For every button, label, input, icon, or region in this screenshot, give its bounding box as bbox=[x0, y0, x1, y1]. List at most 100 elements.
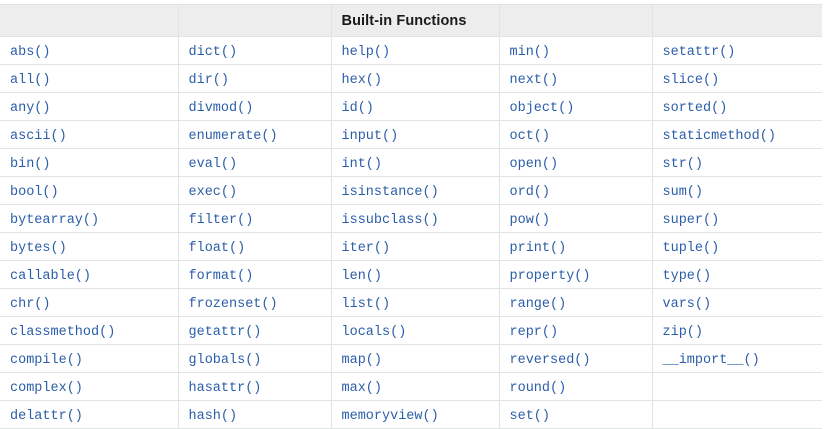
builtin-function-link[interactable]: reversed() bbox=[509, 352, 591, 368]
builtin-function-link[interactable]: frozenset() bbox=[188, 296, 278, 312]
table-cell: min() bbox=[498, 36, 653, 65]
builtin-function-link[interactable]: min() bbox=[509, 44, 551, 60]
table-cell: round() bbox=[498, 372, 653, 401]
builtin-function-link[interactable]: complex() bbox=[10, 380, 83, 396]
builtin-function-link[interactable]: id() bbox=[341, 100, 374, 116]
builtin-function-link[interactable]: all() bbox=[10, 72, 51, 88]
builtin-function-link[interactable]: chr() bbox=[10, 296, 51, 312]
table-cell: bin() bbox=[0, 148, 179, 177]
builtin-function-link[interactable]: print() bbox=[509, 240, 567, 256]
builtin-function-link[interactable]: isinstance() bbox=[341, 184, 439, 200]
table-cell: getattr() bbox=[177, 316, 332, 345]
builtin-function-link[interactable]: str() bbox=[662, 156, 704, 172]
builtin-function-link[interactable]: compile() bbox=[10, 352, 83, 368]
builtin-function-link[interactable]: globals() bbox=[188, 352, 262, 368]
builtin-function-link[interactable]: delattr() bbox=[10, 408, 83, 424]
builtin-function-link[interactable]: int() bbox=[341, 156, 383, 172]
table-cell: str() bbox=[651, 148, 822, 177]
builtin-function-link[interactable]: bin() bbox=[10, 156, 51, 172]
builtin-function-link[interactable]: type() bbox=[662, 268, 712, 284]
builtin-function-link[interactable]: hasattr() bbox=[188, 380, 262, 396]
table-cell: id() bbox=[330, 92, 500, 121]
builtin-function-link[interactable]: dir() bbox=[188, 72, 230, 88]
table-cell: staticmethod() bbox=[651, 120, 822, 149]
table-cell: property() bbox=[498, 260, 653, 289]
builtin-function-link[interactable]: oct() bbox=[509, 128, 551, 144]
table-row: callable() format() len() property() type() bbox=[0, 260, 822, 289]
builtin-function-link[interactable]: property() bbox=[509, 268, 591, 284]
builtin-function-link[interactable]: iter() bbox=[341, 240, 391, 256]
table-row: complex() hasattr() max() round() bbox=[0, 372, 822, 401]
builtin-function-link[interactable]: map() bbox=[341, 352, 383, 368]
builtin-function-link[interactable]: object() bbox=[509, 100, 575, 116]
builtin-function-link[interactable]: next() bbox=[509, 72, 559, 88]
builtin-function-link[interactable]: super() bbox=[662, 212, 720, 228]
builtin-function-link[interactable]: abs() bbox=[10, 44, 51, 60]
builtin-functions-table: Built-in Functions abs()dict()help()min(… bbox=[0, 4, 822, 429]
builtin-function-link[interactable]: len() bbox=[341, 268, 383, 284]
builtin-function-link[interactable]: classmethod() bbox=[10, 324, 116, 340]
builtin-function-link[interactable]: dict() bbox=[188, 44, 238, 60]
table-cell: next() bbox=[498, 64, 653, 93]
builtin-function-link[interactable]: vars() bbox=[662, 296, 712, 312]
builtin-function-link[interactable]: tuple() bbox=[662, 240, 720, 256]
builtin-function-link[interactable]: getattr() bbox=[188, 324, 262, 340]
table-cell: dir() bbox=[177, 64, 332, 93]
builtin-function-link[interactable]: list() bbox=[341, 296, 391, 312]
builtin-function-link[interactable]: callable() bbox=[10, 268, 92, 284]
table-cell: hasattr() bbox=[177, 372, 332, 401]
table-cell: sum() bbox=[651, 176, 822, 205]
builtin-function-link[interactable]: ord() bbox=[509, 184, 551, 200]
builtin-function-link[interactable]: enumerate() bbox=[188, 128, 278, 144]
builtin-function-link[interactable]: range() bbox=[509, 296, 567, 312]
builtin-function-link[interactable]: staticmethod() bbox=[662, 128, 776, 144]
builtin-function-link[interactable]: hex() bbox=[341, 72, 383, 88]
table-cell: all() bbox=[0, 64, 179, 93]
builtin-function-link[interactable]: hash() bbox=[188, 408, 238, 424]
table-cell: enumerate() bbox=[177, 120, 332, 149]
builtin-function-link[interactable]: bytes() bbox=[10, 240, 67, 256]
table-row: bool() exec() isinstance() ord() sum() bbox=[0, 176, 822, 205]
builtin-function-link[interactable]: round() bbox=[509, 380, 567, 396]
builtin-function-link[interactable]: slice() bbox=[662, 72, 720, 88]
table-cell: filter() bbox=[177, 204, 332, 233]
builtin-function-link[interactable]: ascii() bbox=[10, 128, 67, 144]
builtin-function-link[interactable]: float() bbox=[188, 240, 246, 256]
table-cell: pow() bbox=[498, 204, 653, 233]
builtin-function-link[interactable]: eval() bbox=[188, 156, 238, 172]
table-row: bin() eval() int() open() str() bbox=[0, 148, 822, 177]
builtin-function-link[interactable]: exec() bbox=[188, 184, 238, 200]
builtin-function-link[interactable]: bytearray() bbox=[10, 212, 100, 228]
builtin-function-link[interactable]: filter() bbox=[188, 212, 254, 228]
table-cell: classmethod() bbox=[0, 316, 179, 345]
builtin-function-link[interactable]: any() bbox=[10, 100, 51, 116]
builtin-function-link[interactable]: __import__() bbox=[662, 352, 760, 368]
table-cell-empty bbox=[651, 372, 822, 401]
builtin-function-link[interactable]: issubclass() bbox=[341, 212, 439, 228]
builtin-function-link[interactable]: locals() bbox=[341, 324, 407, 340]
builtin-function-link[interactable]: open() bbox=[509, 156, 559, 172]
table-cell: zip() bbox=[651, 316, 822, 345]
table-row: classmethod() getattr() locals() repr() zip(… bbox=[0, 316, 822, 345]
builtin-function-link[interactable]: repr() bbox=[509, 324, 559, 340]
table-cell: __import__() bbox=[651, 344, 822, 373]
builtin-function-link[interactable]: sorted() bbox=[662, 100, 728, 116]
builtin-function-link[interactable]: max() bbox=[341, 380, 383, 396]
builtin-function-link[interactable]: divmod() bbox=[188, 100, 254, 116]
builtin-function-link[interactable]: help() bbox=[341, 44, 391, 60]
table-cell: help() bbox=[330, 36, 500, 65]
header-cell-4 bbox=[498, 4, 653, 37]
table-row: bytes() float() iter() print() tuple() bbox=[0, 232, 822, 261]
builtin-function-link[interactable]: setattr() bbox=[662, 44, 736, 60]
builtin-function-link[interactable]: sum() bbox=[662, 184, 704, 200]
builtin-function-link[interactable]: set() bbox=[509, 408, 551, 424]
builtin-function-link[interactable]: format() bbox=[188, 268, 254, 284]
builtin-function-link[interactable]: input() bbox=[341, 128, 399, 144]
builtin-function-link[interactable]: bool() bbox=[10, 184, 59, 200]
builtin-function-link[interactable]: zip() bbox=[662, 324, 704, 340]
table-cell: isinstance() bbox=[330, 176, 500, 205]
builtin-function-link[interactable]: pow() bbox=[509, 212, 551, 228]
table-cell: complex() bbox=[0, 372, 179, 401]
builtin-function-link[interactable]: memoryview() bbox=[341, 408, 439, 424]
table-cell: locals() bbox=[330, 316, 500, 345]
